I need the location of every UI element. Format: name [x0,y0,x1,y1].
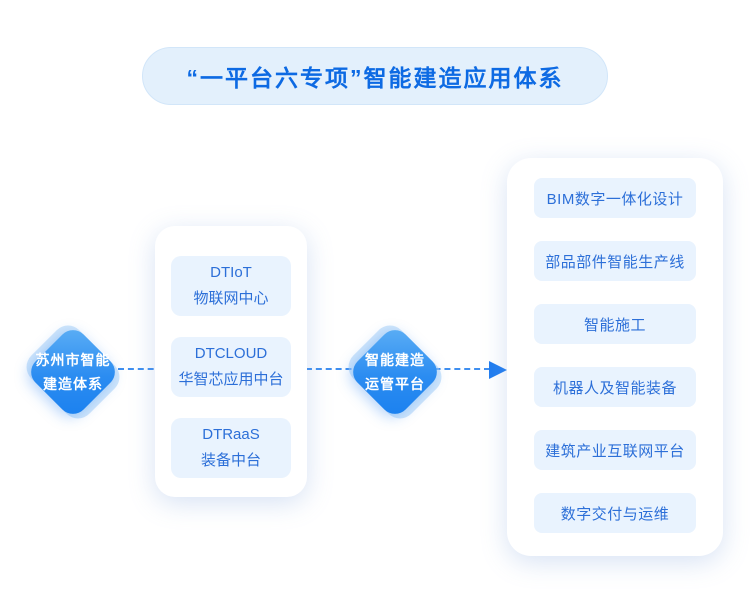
platform-card: DTIoT 物联网中心 DTCLOUD 华智芯应用中台 DTRaaS 装备中台 [155,226,307,497]
platform-item-code: DTRaaS [202,426,260,443]
platform-item-dtcloud: DTCLOUD 华智芯应用中台 [171,337,291,397]
platform-item-name: 装备中台 [200,452,261,469]
special-item-industry-internet-platform: 建筑产业互联网平台 [534,430,696,470]
node-label-line2: 建造体系 [43,376,103,392]
node-label-line2: 运管平台 [365,376,425,392]
special-item-digital-delivery-ops: 数字交付与运维 [534,493,696,533]
platform-item-dtraas: DTRaaS 装备中台 [171,418,291,478]
node-label-line1: 智能建造 [365,352,425,368]
special-item-smart-construction: 智能施工 [534,304,696,344]
platform-item-code: DTIoT [210,264,252,281]
special-item-smart-production-line: 部品部件智能生产线 [534,241,696,281]
node-label: 智能建造 运管平台 [347,324,443,420]
platform-item-name: 物联网中心 [193,290,269,307]
special-item-robots-equipment: 机器人及智能装备 [534,367,696,407]
platform-item-dtiot: DTIoT 物联网中心 [171,256,291,316]
platform-item-name: 华智芯应用中台 [178,371,284,388]
arrow-right-icon [489,361,507,379]
specials-card: BIM数字一体化设计 部品部件智能生产线 智能施工 机器人及智能装备 建筑产业互… [507,158,723,556]
node-label: 苏州市智能 建造体系 [25,324,121,420]
node-operation-platform: 智能建造 运管平台 [341,318,449,426]
platform-item-code: DTCLOUD [194,345,268,362]
node-label-line1: 苏州市智能 [35,352,111,368]
node-suzhou-system: 苏州市智能 建造体系 [19,318,127,426]
page-title: “一平台六专项”智能建造应用体系 [142,47,608,105]
special-item-bim-design: BIM数字一体化设计 [534,178,696,218]
